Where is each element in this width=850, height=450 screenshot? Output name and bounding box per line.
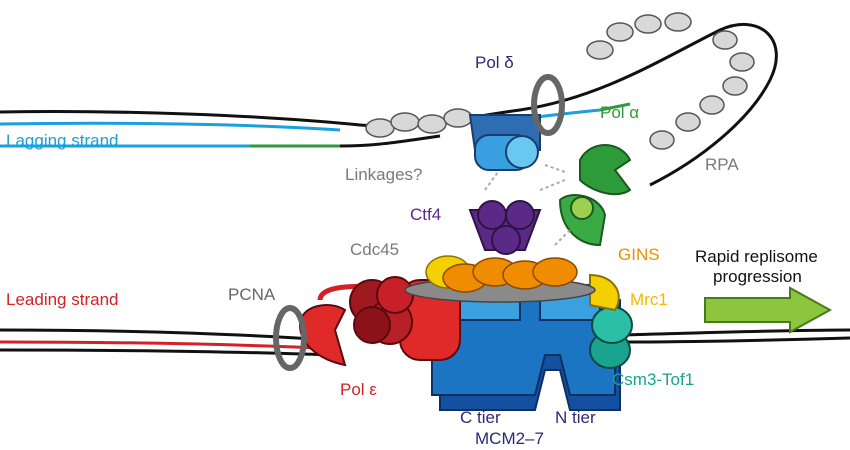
mcm2-7-complex xyxy=(431,284,621,411)
progression-label-line2: progression xyxy=(713,267,802,286)
csm3-tof1-label: Csm3-Tof1 xyxy=(612,370,694,389)
pol-delta-label: Pol δ xyxy=(475,53,514,72)
linkages-label: Linkages? xyxy=(345,165,423,184)
mcm-label: MCM2–7 xyxy=(475,429,544,448)
rpa-beads xyxy=(365,12,755,150)
csm3-tof1-complex xyxy=(589,306,633,369)
cdc45-label: Cdc45 xyxy=(350,240,399,259)
ctf4-trimer xyxy=(468,200,542,255)
lagging-strand-dna xyxy=(0,23,778,187)
progression-label-line1: Rapid replisome xyxy=(695,247,818,266)
progression-arrow xyxy=(704,286,833,334)
n-tier-label: N tier xyxy=(555,408,596,427)
pcna-ring-leading xyxy=(273,305,307,371)
rpa-label: RPA xyxy=(705,155,739,174)
gins-cdc45-band xyxy=(404,255,596,303)
pcna-ring-lagging xyxy=(531,74,565,136)
c-tier-label: C tier xyxy=(460,408,501,427)
mrc1-shape xyxy=(589,273,620,312)
pcna-label: PCNA xyxy=(228,285,276,304)
pol-delta-complex xyxy=(468,114,541,171)
pol-epsilon-label: Pol ε xyxy=(340,380,377,399)
pol-alpha-label: Pol α xyxy=(600,103,639,122)
leading-strand-dna xyxy=(0,283,850,357)
gins-label: GINS xyxy=(618,245,660,264)
lagging-strand-label: Lagging strand xyxy=(6,131,118,150)
leading-strand-label: Leading strand xyxy=(6,290,118,309)
ctf4-label: Ctf4 xyxy=(410,205,441,224)
pol-alpha-complex xyxy=(558,144,632,247)
mrc1-label: Mrc1 xyxy=(630,290,668,309)
linkage-arrows xyxy=(484,164,571,246)
